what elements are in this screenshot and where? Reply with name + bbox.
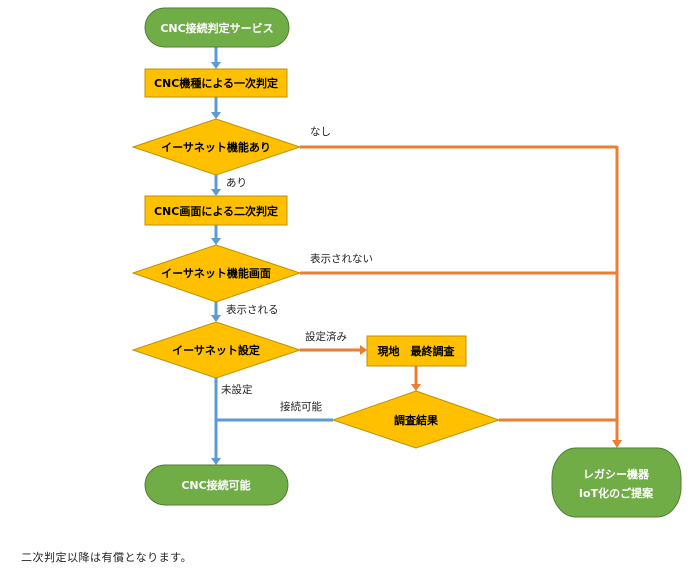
edge-label-not-configured: 未設定 bbox=[221, 383, 253, 396]
onsite-survey-label: 現地 最終調査 bbox=[378, 344, 455, 358]
connector-no-ethernet-to-legacy bbox=[300, 145, 622, 448]
edge-label-displayed: 表示される bbox=[226, 303, 279, 316]
end-connectable-terminal: CNC接続可能 bbox=[144, 464, 289, 506]
screen-decision-label: イーサネット機能画面 bbox=[161, 266, 271, 280]
result-decision: 調査結果 bbox=[331, 390, 501, 449]
first-check-label: CNC機種による一次判定 bbox=[154, 76, 278, 90]
setting-decision: イーサネット設定 bbox=[131, 321, 302, 379]
second-check-label: CNC画面による二次判定 bbox=[154, 204, 278, 218]
connector-screen-to-setting-decision bbox=[211, 302, 221, 322]
connector-second-check-to-screen-decision bbox=[211, 225, 221, 245]
edge-label-no-ethernet: なし bbox=[310, 126, 331, 138]
onsite-survey-process: 現地 最終調査 bbox=[366, 335, 467, 367]
legacy-label-line2: IoT化のご提案 bbox=[579, 486, 654, 500]
start-label: CNC接続判定サービス bbox=[160, 21, 273, 35]
footnote: 二次判定以降は有償となります。 bbox=[21, 551, 193, 564]
connector-start-to-first-check bbox=[211, 47, 221, 69]
edge-label-has-ethernet: あり bbox=[226, 177, 247, 189]
end-connectable-label: CNC接続可能 bbox=[181, 478, 250, 492]
ethernet-decision: イーサネット機能あり bbox=[131, 118, 302, 176]
second-check-process: CNC画面による二次判定 bbox=[144, 195, 288, 226]
ethernet-decision-label: イーサネット機能あり bbox=[161, 140, 271, 154]
setting-decision-label: イーサネット設定 bbox=[172, 343, 260, 357]
connector-first-check-to-decision bbox=[211, 97, 221, 119]
connector-onsite-to-result bbox=[411, 366, 421, 391]
connector-configured-to-onsite bbox=[300, 345, 367, 355]
first-check-process: CNC機種による一次判定 bbox=[144, 68, 288, 98]
edge-label-connectable: 接続可能 bbox=[280, 400, 322, 413]
edge-label-not-displayed: 表示されない bbox=[310, 252, 373, 265]
result-decision-label: 調査結果 bbox=[394, 413, 438, 427]
connector-decision-to-second-check bbox=[211, 175, 221, 196]
legacy-iot-terminal: レガシー機器 IoT化のご提案 bbox=[551, 447, 682, 518]
legacy-label-line1: レガシー機器 bbox=[583, 467, 650, 481]
screen-decision: イーサネット機能画面 bbox=[131, 244, 302, 303]
start-terminal: CNC接続判定サービス bbox=[144, 7, 290, 48]
edge-label-configured: 設定済み bbox=[305, 330, 347, 343]
